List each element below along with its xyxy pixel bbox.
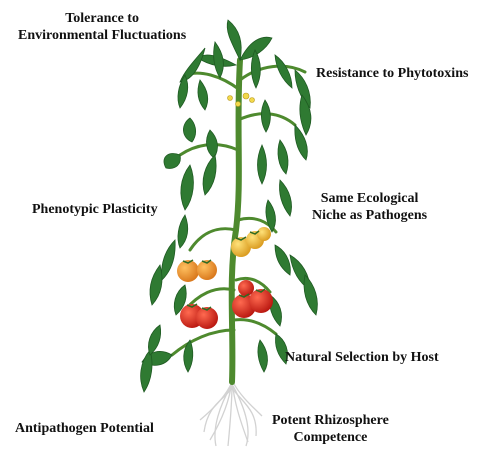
label-rhizosphere: Potent Rhizosphere Competence bbox=[272, 412, 389, 446]
label-antipathogen-text: Antipathogen Potential bbox=[15, 420, 154, 437]
label-rhizosphere-line1: Potent Rhizosphere bbox=[272, 412, 389, 429]
label-natural-selection-text: Natural Selection by Host bbox=[285, 349, 439, 366]
label-niche-line1: Same Ecological bbox=[312, 190, 427, 207]
label-phytotoxins-text: Resistance to Phytotoxins bbox=[316, 65, 468, 82]
leaves bbox=[141, 20, 318, 392]
label-tolerance-line2: Environmental Fluctuations bbox=[18, 27, 186, 44]
label-niche-line2: Niche as Pathogens bbox=[312, 207, 427, 224]
label-rhizosphere-line2: Competence bbox=[272, 429, 389, 446]
fruit-cluster-orange bbox=[177, 260, 217, 282]
stem bbox=[172, 60, 305, 382]
label-phytotoxins: Resistance to Phytotoxins bbox=[316, 65, 468, 82]
label-antipathogen: Antipathogen Potential bbox=[15, 420, 154, 437]
fruit-cluster-red-left bbox=[180, 304, 218, 329]
fruit-cluster-red-right bbox=[232, 280, 273, 318]
label-plasticity-text: Phenotypic Plasticity bbox=[32, 201, 158, 218]
label-plasticity: Phenotypic Plasticity bbox=[32, 201, 158, 218]
label-tolerance: Tolerance to Environmental Fluctuations bbox=[18, 10, 186, 44]
root-system bbox=[200, 380, 262, 446]
label-niche: Same Ecological Niche as Pathogens bbox=[312, 190, 427, 224]
label-natural-selection: Natural Selection by Host bbox=[285, 349, 439, 366]
label-tolerance-line1: Tolerance to bbox=[18, 10, 186, 27]
